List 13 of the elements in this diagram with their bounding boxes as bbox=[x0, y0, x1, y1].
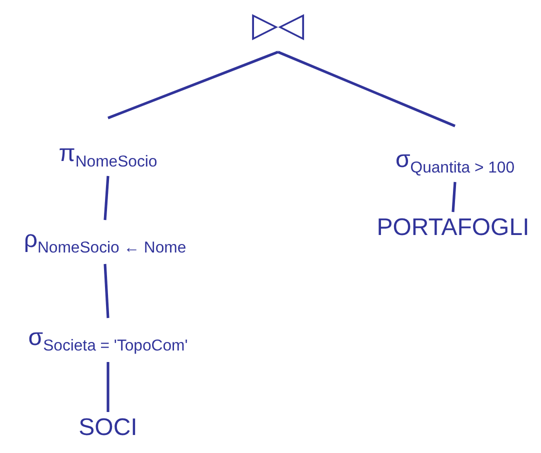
tree-edge bbox=[104, 176, 110, 220]
operator-label: σ$_{Quantita > 100}$ bbox=[393, 126, 517, 182]
tree-edge bbox=[106, 362, 110, 412]
operator-label: π$_{NomeSocio}$ bbox=[56, 118, 160, 176]
relation-name: PORTAFOGLI bbox=[374, 212, 532, 240]
relation-name: SOCI bbox=[76, 412, 140, 440]
operator-label: ρ$_{NomeSocio ← Nome}$ bbox=[22, 220, 188, 264]
tree-edge bbox=[104, 264, 110, 318]
tree-edge bbox=[452, 182, 456, 212]
tree-edge bbox=[278, 50, 456, 128]
operator-label: σ$_{Societa = 'TopoCom'}$ bbox=[26, 318, 190, 362]
tree-edge bbox=[108, 50, 278, 120]
join-symbol: ▷◁ bbox=[250, 8, 306, 52]
